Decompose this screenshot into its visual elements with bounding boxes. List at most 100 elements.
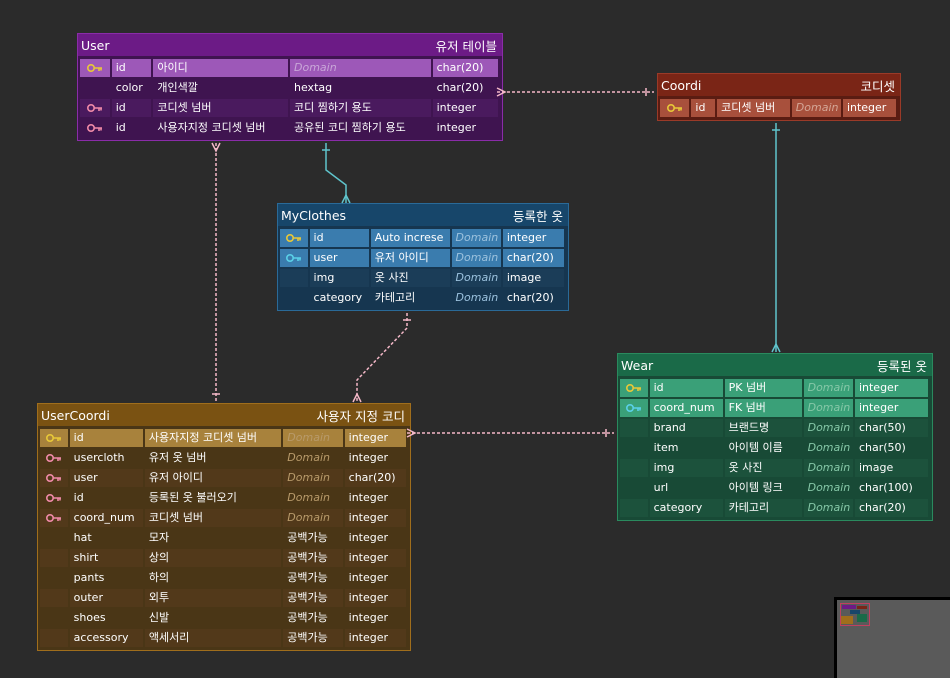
- column-description: 아이템 이름: [724, 439, 802, 457]
- column-domain: Domain: [803, 439, 853, 457]
- column-name: shirt: [69, 549, 143, 567]
- column-domain: Domain: [803, 479, 853, 497]
- column-type: integer: [344, 589, 406, 607]
- column-type: integer: [344, 449, 406, 467]
- minimap-entity-wear: [857, 614, 867, 622]
- minimap-viewport[interactable]: [840, 603, 870, 626]
- primary-key-icon: [620, 379, 648, 397]
- column-domain: 코디 찜하기 용도: [290, 99, 431, 117]
- key-cell: [40, 549, 68, 567]
- column-domain: Domain: [803, 379, 853, 397]
- column-description: 옷 사진: [370, 269, 450, 287]
- column-name: usercloth: [69, 449, 143, 467]
- column-description: 아이템 링크: [724, 479, 802, 497]
- minimap-entity-myclothes: [850, 610, 860, 614]
- column-name: id: [111, 119, 152, 137]
- column-name: user: [69, 469, 143, 487]
- minimap[interactable]: [834, 597, 950, 678]
- column-name: category: [309, 289, 369, 307]
- column-name: color: [111, 79, 152, 97]
- column-domain: Domain: [290, 59, 431, 77]
- column-name: id: [69, 489, 143, 507]
- column-domain: Domain: [283, 449, 343, 467]
- column-name: user: [309, 249, 369, 267]
- foreign-key-icon: [80, 99, 110, 117]
- column-domain: Domain: [803, 499, 853, 517]
- key-cell: [620, 459, 648, 477]
- column-description: 액세서리: [144, 629, 282, 647]
- column-type: integer: [344, 429, 406, 447]
- column-description: 외투: [144, 589, 282, 607]
- column-domain: 공백가능: [283, 629, 343, 647]
- column-description: PK 넘버: [724, 379, 802, 397]
- column-description: 카테고리: [724, 499, 802, 517]
- column-type: image: [502, 269, 564, 287]
- entity-name: User: [81, 37, 110, 53]
- column-type: char(20): [502, 249, 564, 267]
- minimap-entity-user: [842, 605, 856, 609]
- column-name: img: [309, 269, 369, 287]
- column-type: char(20): [502, 289, 564, 307]
- column-type: char(50): [854, 439, 928, 457]
- key-cell: [80, 79, 110, 97]
- column-type: integer: [344, 629, 406, 647]
- key-cell: [40, 589, 68, 607]
- column-type: integer: [344, 549, 406, 567]
- column-description: 개인색깔: [153, 79, 289, 97]
- column-domain: 공백가능: [283, 529, 343, 547]
- entity-comment: 코디셋: [860, 78, 895, 94]
- column-name: hat: [69, 529, 143, 547]
- column-description: 아이디: [153, 59, 289, 77]
- column-name: pants: [69, 569, 143, 587]
- column-domain: Domain: [803, 459, 853, 477]
- column-type: integer: [344, 609, 406, 627]
- column-name: id: [69, 429, 143, 447]
- column-description: FK 넘버: [724, 399, 802, 417]
- column-name: outer: [69, 589, 143, 607]
- entity-comment: 등록된 옷: [877, 358, 927, 374]
- column-description: 사용자지정 코디셋 넘버: [153, 119, 289, 137]
- column-name: brand: [649, 419, 723, 437]
- column-domain: Domain: [283, 469, 343, 487]
- foreign-key-icon: [40, 509, 68, 527]
- column-type: char(20): [432, 79, 498, 97]
